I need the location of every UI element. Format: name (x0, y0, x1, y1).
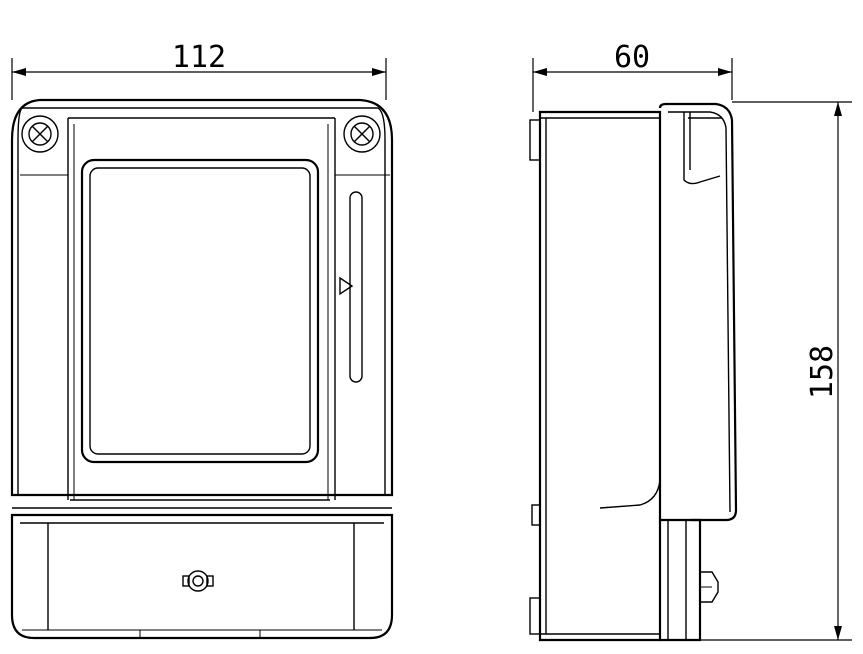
side-front-cover (658, 102, 738, 522)
side-body (538, 110, 662, 642)
front-view: 112 (10, 40, 394, 640)
height-label: 158 (805, 345, 840, 399)
screw-top-left-icon (21, 115, 59, 153)
screw-top-right-icon (343, 115, 381, 153)
display-window (80, 158, 320, 464)
side-connector (699, 571, 719, 603)
side-terminal-section (660, 518, 702, 642)
width-dimension: 112 (11, 40, 387, 100)
front-outer-body (10, 98, 394, 497)
terminal-cover (10, 513, 394, 640)
height-dimension: 158 (700, 101, 852, 641)
depth-dimension: 60 (532, 40, 733, 112)
mount-tab-bottom (529, 597, 541, 635)
side-slot (339, 191, 363, 383)
seal-icon (182, 570, 214, 592)
depth-label: 60 (614, 40, 650, 75)
side-view: 60 158 (529, 40, 852, 642)
mount-tab-top (529, 119, 541, 161)
mount-tab-middle (531, 504, 541, 526)
width-label: 112 (172, 40, 226, 75)
